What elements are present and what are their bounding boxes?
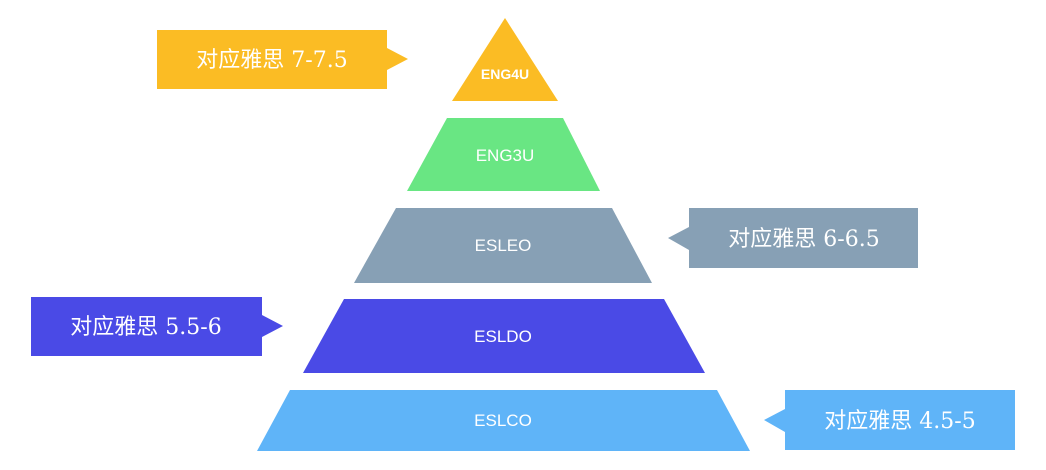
callout-ielts-6-6-5-text: 对应雅思 6-6.5 — [728, 227, 879, 252]
callout-ielts-4-5-5-text: 对应雅思 4.5-5 — [824, 409, 975, 434]
callouts: 对应雅思 7-7.5 对应雅思 6-6.5 对应雅思 5.5-6 对应雅思 4.… — [31, 30, 1015, 450]
tier-eng3u — [407, 118, 600, 191]
callout-ielts-4-5-5 — [764, 390, 1015, 450]
pyramid: ENG4U ENG3U ESLEO ESLDO ESLCO — [257, 18, 750, 451]
callout-ielts-5-5-6-text: 对应雅思 5.5-6 — [70, 315, 221, 340]
tier-eslco-label: ESLCO — [474, 411, 532, 430]
tier-eng4u — [452, 18, 558, 101]
tier-eng3u-label: ENG3U — [476, 146, 535, 165]
tier-eng4u-label: ENG4U — [481, 66, 529, 82]
callout-ielts-6-6-5 — [668, 208, 918, 268]
callout-ielts-5-5-6 — [31, 297, 283, 356]
tier-esleo — [354, 208, 652, 283]
callout-ielts-7-7-5 — [157, 30, 408, 89]
callout-ielts-7-7-5-text: 对应雅思 7-7.5 — [196, 48, 347, 73]
tier-esldo — [303, 299, 705, 373]
tier-esleo-label: ESLEO — [475, 236, 532, 255]
tier-esldo-label: ESLDO — [474, 327, 532, 346]
tier-eslco — [257, 390, 750, 451]
